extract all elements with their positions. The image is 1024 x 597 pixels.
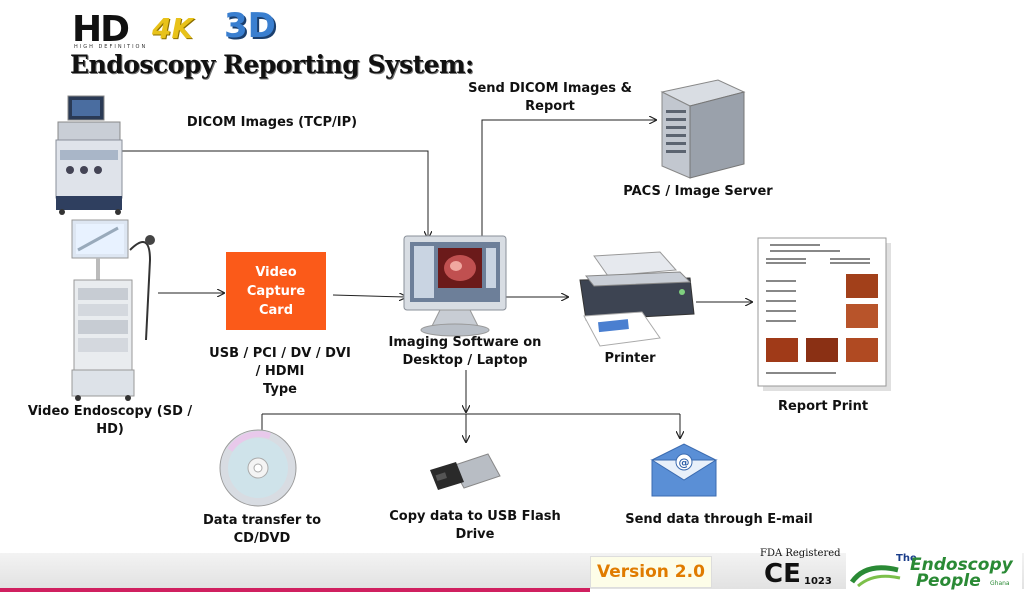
page-title: Endoscopy Reporting System: <box>70 50 474 79</box>
brand-endoscopy-text: Endoscopy <box>910 555 1013 575</box>
version-badge: Version 2.0 <box>590 556 712 588</box>
capture-type-line2: / HDMI <box>255 364 305 379</box>
hd-logo-subtitle: HIGH DEFINITION <box>74 44 148 50</box>
imaging-software-line1: Imaging Software on <box>388 335 542 350</box>
4k-logo: 4K <box>152 12 194 45</box>
video-endoscopy-line1: Video Endoscopy (SD / <box>27 404 193 419</box>
fda-registered-label: FDA Registered <box>760 548 841 559</box>
printer-icon <box>579 251 695 347</box>
cd-dvd-icon <box>219 429 297 507</box>
email-label: Send data through E-mail <box>625 512 813 527</box>
brand-the-text: The <box>896 553 917 564</box>
cd-dvd-line1: Data transfer to <box>202 513 322 528</box>
report-print-label: Report Print <box>777 399 869 414</box>
brand-ghana-text: Ghana <box>990 580 1010 587</box>
imaging-software-line2: Desktop / Laptop <box>402 353 528 368</box>
ce-number: 1023 <box>804 576 832 587</box>
ultrasound-machine-icon <box>55 95 123 215</box>
arrow-ultrasound-to-software <box>110 150 428 238</box>
brand-people-text: People <box>916 571 981 591</box>
video-capture-card: Video Capture Card <box>226 252 326 330</box>
report-document-icon <box>757 237 891 391</box>
hd-logo: HD <box>72 9 130 50</box>
brand-swoosh-icon <box>849 565 901 588</box>
endoscopy-people-logo <box>846 552 1022 592</box>
video-endoscopy-label: Video Endoscopy (SD / HD) <box>20 403 200 439</box>
send-dicom-label-line1: Send DICOM Images & <box>468 81 632 96</box>
send-dicom-label-line2: Report <box>525 99 575 114</box>
send-dicom-label: Send DICOM Images & Report <box>460 80 640 116</box>
cd-dvd-line2: CD/DVD <box>233 531 291 546</box>
capture-card-line1: Video <box>255 264 297 280</box>
capture-card-line2: Capture <box>246 283 306 299</box>
arrow-capture-to-software <box>332 295 406 297</box>
usb-label: Copy data to USB Flash Drive <box>389 509 561 542</box>
video-endoscopy-line2: HD) <box>96 422 124 437</box>
server-icon <box>660 79 746 179</box>
capture-card-line3: Card <box>258 302 293 318</box>
cd-dvd-label: Data transfer to CD/DVD <box>192 512 332 548</box>
connector-arrows <box>110 120 752 442</box>
capture-type-line1: USB / PCI / DV / DVI <box>209 346 351 361</box>
capture-type-label: USB / PCI / DV / DVI / HDMI Type <box>200 345 360 399</box>
svg-text:@: @ <box>679 456 690 469</box>
computer-monitor-icon <box>403 235 507 337</box>
usb-flash-drive-icon <box>430 453 501 490</box>
pacs-label: PACS / Image Server <box>623 184 773 199</box>
capture-type-line3: Type <box>263 382 297 397</box>
footer-accent-line <box>0 588 590 592</box>
arrow-software-to-pacs <box>481 120 656 238</box>
email-icon: @ <box>650 443 718 497</box>
endoscopy-tower-icon <box>71 219 155 401</box>
imaging-software-label: Imaging Software on Desktop / Laptop <box>380 334 550 370</box>
printer-label: Printer <box>604 351 656 366</box>
ce-mark: CE <box>764 559 801 589</box>
3d-logo: 3D <box>224 6 276 46</box>
dicom-tcp-label: DICOM Images (TCP/IP) <box>186 115 358 130</box>
